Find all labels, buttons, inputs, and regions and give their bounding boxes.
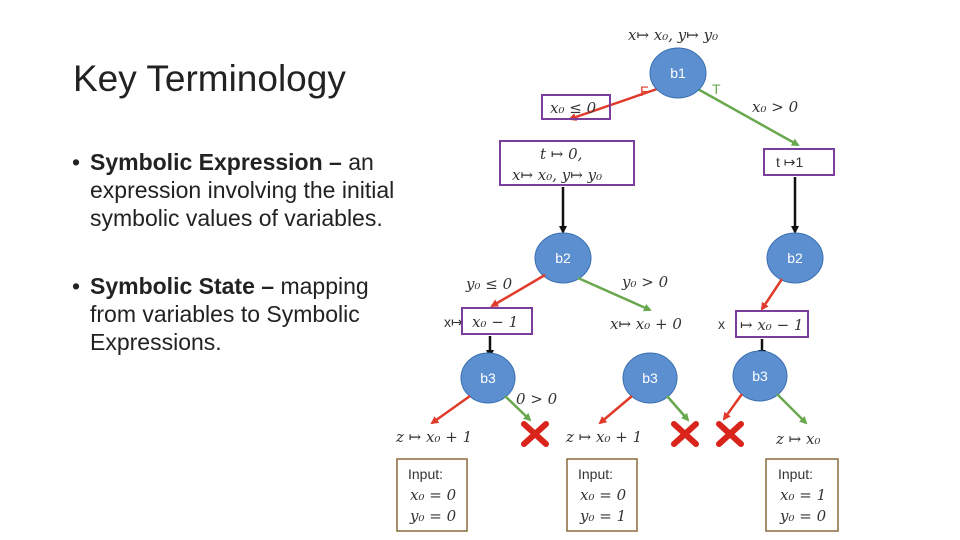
input-x0: x₀ = 0 — [580, 486, 627, 504]
bullet-text: mapping from variables to Symbolic Expre… — [90, 273, 369, 355]
edge-b3-right-true — [776, 393, 808, 425]
node-b3-left — [460, 352, 516, 404]
condition-x-gt-0: x₀ > 0 — [752, 98, 799, 116]
bullet-term: Symbolic Expression — [90, 149, 323, 175]
edge-b2-left-true — [577, 276, 652, 312]
assign-x-dec-left-prefix: x↦ — [444, 314, 463, 330]
assign-z-left: z ↦ x₀ + 1 — [395, 428, 472, 446]
bullet-list: • Symbolic Expression – an expression in… — [72, 148, 402, 396]
node-b1 — [649, 47, 707, 99]
node-b3-left-label: b3 — [480, 370, 496, 386]
input-x0: x₀ = 0 — [410, 486, 457, 504]
edge-b3-mid-true — [666, 395, 690, 422]
edge-b3-mid-false — [598, 395, 633, 425]
node-b3-right-label: b3 — [752, 368, 768, 384]
input-title: Input: — [408, 466, 443, 482]
slide-title: Key Terminology — [73, 58, 346, 99]
assign-x-dec-right: ↦ x₀ − 1 — [740, 316, 803, 334]
node-b1-label: b1 — [670, 65, 686, 81]
infeasible-cross-icon — [521, 421, 549, 447]
node-b3-mid-label: b3 — [642, 370, 658, 386]
assign-x-dec-right-prefix: x — [718, 316, 725, 332]
bullet-term: Symbolic State — [90, 273, 255, 299]
bullet-symbolic-state: • Symbolic State – mapping from variable… — [72, 272, 402, 356]
bullet-separator: – — [322, 149, 349, 175]
input-y0: y₀ = 0 — [779, 507, 827, 525]
input-box-2: Input: x₀ = 0 y₀ = 1 — [566, 458, 638, 532]
node-b3-mid — [622, 352, 678, 404]
condition-y-gt-0: y₀ > 0 — [621, 273, 669, 291]
input-y0: y₀ = 0 — [409, 507, 457, 525]
false-edge-label: F — [640, 83, 649, 99]
state-box-right — [763, 148, 835, 176]
input-x0: x₀ = 1 — [780, 486, 826, 504]
infeasible-cross-icon — [671, 421, 699, 447]
bullet-symbolic-expression: • Symbolic Expression – an expression in… — [72, 148, 402, 232]
condition-x-le-0: x₀ ≤ 0 — [550, 99, 597, 117]
state-left-xy: x↦ x₀, y↦ y₀ — [512, 166, 602, 184]
condition-y-le-0: y₀ ≤ 0 — [465, 275, 513, 293]
node-b2-left-label: b2 — [555, 250, 571, 266]
assign-box-x-dec-right — [735, 310, 809, 338]
input-y0: y₀ = 1 — [579, 507, 626, 525]
input-title: Input: — [578, 466, 613, 482]
node-b3-right — [732, 350, 788, 402]
edge-b3-left-false — [430, 394, 471, 425]
input-box-3: Input: x₀ = 1 y₀ = 0 — [765, 458, 839, 532]
condition-0-gt-0: 0 > 0 — [516, 390, 558, 408]
edge-b1-false — [568, 86, 661, 121]
input-title: Input: — [778, 466, 813, 482]
assign-box-x-dec-left — [461, 307, 533, 335]
state-left-t: t ↦ 0, — [540, 145, 582, 163]
edge-b2-right-false — [760, 278, 784, 311]
infeasible-cross-icon — [716, 421, 744, 447]
edge-b3-right-false — [722, 393, 744, 421]
bullet-dot: • — [72, 273, 81, 299]
node-b2-right-label: b2 — [787, 250, 803, 266]
bullet-separator: – — [254, 273, 281, 299]
edge-b1-true — [695, 86, 800, 147]
edge-b3-left-true — [504, 395, 532, 422]
condition-box-x-le-0 — [541, 94, 611, 120]
bullet-dot: • — [72, 149, 81, 175]
assign-z-mid: z ↦ x₀ + 1 — [565, 428, 642, 446]
node-b2-right — [766, 232, 824, 284]
initial-state-label: x↦ x₀, y↦ y₀ — [628, 26, 718, 44]
true-edge-label: T — [712, 81, 721, 97]
node-b2-left — [534, 232, 592, 284]
edge-b2-left-false — [490, 273, 546, 308]
assign-x-mid: x↦ x₀ + 0 — [610, 315, 682, 333]
state-box-left — [499, 140, 635, 186]
input-box-1: Input: x₀ = 0 y₀ = 0 — [396, 458, 468, 532]
assign-z-right: z ↦ x₀ — [775, 430, 820, 448]
assign-x-dec-left: x₀ − 1 — [472, 313, 518, 331]
state-right-t: t ↦1 — [776, 154, 804, 170]
bullet-text: an expression involving the initial symb… — [90, 149, 395, 231]
